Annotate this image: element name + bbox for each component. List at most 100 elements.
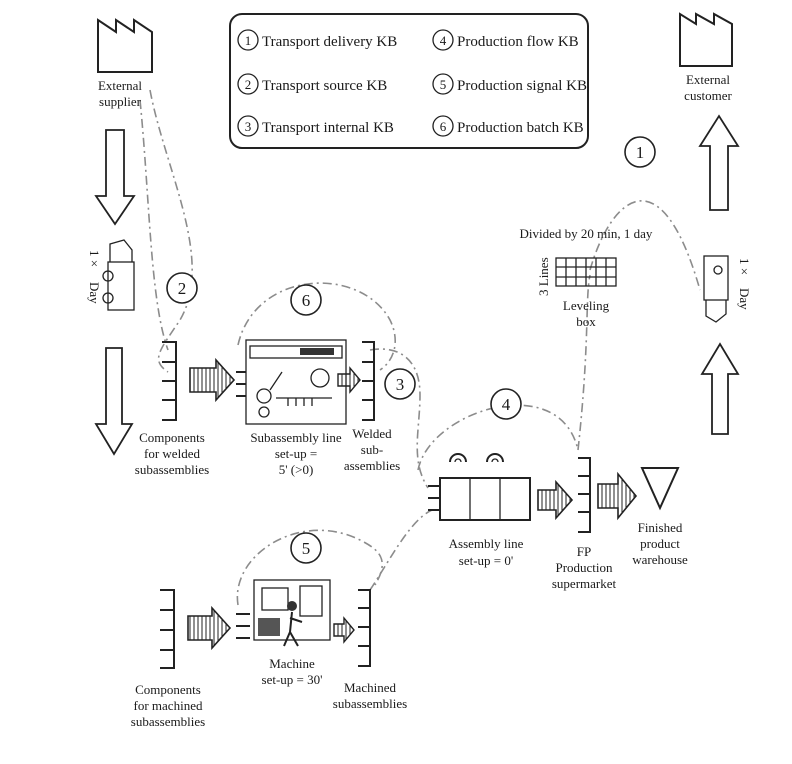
loop-number-2: 2 [178, 279, 187, 298]
push-arrow-small-machined [334, 618, 354, 642]
subassembly-wheel-1 [257, 389, 271, 403]
fp-label-3: supermarket [552, 576, 617, 591]
operator-head [287, 601, 297, 611]
supermarket-icon-fp [578, 458, 590, 532]
loop-number-5: 5 [302, 539, 311, 558]
welded-components: Components for welded subassemblies [135, 342, 209, 477]
legend-num-1: 1 [245, 33, 252, 48]
warehouse-label-3: warehouse [632, 552, 688, 567]
legend-label-5: Production signal KB [457, 78, 587, 94]
push-arrow-machined [188, 608, 230, 648]
legend-num-4: 4 [440, 33, 447, 48]
machined-sub-1: Machined [344, 680, 396, 695]
warehouse-label-1: Finished [638, 520, 683, 535]
loop-number-4: 4 [502, 395, 511, 414]
leveling-box: Divided by 20 min, 1 day 3 Lines Levelin… [520, 226, 653, 329]
customer-up-arrow [700, 116, 738, 210]
fp-label-1: FP [577, 544, 591, 559]
subassembly-wheel-2 [259, 407, 269, 417]
assembly-label-1: Assembly line [449, 536, 524, 551]
operator-icon-1 [450, 454, 466, 462]
fp-supermarket: FP Production supermarket [552, 458, 617, 591]
supply-down-arrow [96, 348, 132, 454]
push-arrow-assembly [538, 482, 572, 518]
assembly-line: Assembly line set-up = 0' [428, 454, 530, 568]
legend-num-6: 6 [440, 119, 447, 134]
operator-icon-1-inner [455, 459, 461, 462]
push-arrow-welded [190, 360, 234, 400]
leveling-grid-lines [556, 258, 616, 286]
external-customer: External customer [680, 14, 732, 103]
kanban-loops [140, 90, 700, 605]
subassembly-drum [311, 369, 329, 387]
assembly-inbound-kanban [428, 486, 440, 510]
outbound-truck: 1 × Day [704, 256, 752, 322]
assembly-line-box [440, 478, 530, 520]
supermarket-icon-welded [162, 342, 176, 420]
supermarket-icon-machined-sub [358, 590, 370, 666]
subassembly-label-1: Subassembly line [250, 430, 342, 445]
supplier-label-2: supplier [99, 94, 142, 109]
legend-num-3: 3 [245, 119, 252, 134]
leveling-side-label: 3 Lines [536, 257, 551, 296]
truck-in-freq-2: Day [87, 282, 102, 304]
machine-icon: Machine set-up = 30' [236, 580, 330, 687]
legend-label-3: Transport internal KB [262, 120, 394, 136]
supermarket-icon-machined [160, 590, 174, 668]
legend-label-2: Transport source KB [262, 78, 387, 94]
loop-marker-3: 3 [385, 369, 415, 399]
truck-cab-in [110, 240, 132, 262]
customer-label-2: customer [684, 88, 732, 103]
push-arrow-shape-welded [190, 360, 234, 400]
loop-number-1: 1 [636, 143, 645, 162]
truck-cab-out [706, 300, 726, 322]
machine-label-1: Machine [269, 656, 315, 671]
push-arrow-fp [598, 474, 636, 518]
loop-number-6: 6 [302, 291, 311, 310]
subassembly-panel [300, 348, 334, 355]
legend-num-5: 5 [440, 77, 447, 92]
machine-label-2: set-up = 30' [262, 672, 323, 687]
operator-icon-2-inner [492, 459, 498, 462]
legend-num-2: 2 [245, 77, 252, 92]
loop-marker-2: 2 [167, 273, 197, 303]
legend-label-4: Production flow KB [457, 34, 579, 50]
customer-label-1: External [686, 72, 730, 87]
loop-marker-4: 4 [491, 389, 521, 419]
loop-markers: 1 2 3 4 5 6 [167, 137, 655, 563]
machined-subassemblies: Machined subassemblies [333, 590, 407, 711]
truck-in-freq-1: 1 × [87, 250, 102, 267]
machine-inbound-kanban [236, 614, 250, 638]
loop-2-path-b [140, 100, 168, 350]
subassembly-inbound-kanban [236, 372, 246, 396]
fp-label-2: Production [555, 560, 613, 575]
machined-components: Components for machined subassemblies [131, 590, 205, 729]
welded-sub-2: sub- [361, 442, 383, 457]
operator-body [284, 612, 302, 646]
subassembly-label-2: set-up = [275, 446, 317, 461]
loop-number-3: 3 [396, 375, 405, 394]
welded-sub-1: Welded [352, 426, 392, 441]
machined-components-1: Components [135, 682, 201, 697]
assembly-label-2: set-up = 0' [459, 553, 513, 568]
subassembly-conveyor [270, 372, 332, 406]
loop-marker-6: 6 [291, 285, 321, 315]
inbound-truck: 1 × Day [87, 240, 134, 310]
supplier-down-arrow [96, 130, 134, 224]
welded-subassemblies: Welded sub- assemblies [344, 342, 400, 473]
warehouse-triangle-icon [642, 468, 678, 508]
welded-components-1: Components [139, 430, 205, 445]
truck-out-freq-2: Day [737, 288, 752, 310]
leveling-label-1: Leveling [563, 298, 610, 313]
machined-components-3: subassemblies [131, 714, 205, 729]
leveling-label-2: box [576, 314, 596, 329]
external-supplier: External supplier [98, 20, 152, 109]
machined-sub-2: subassemblies [333, 696, 407, 711]
truck-wheel-out-1 [714, 266, 722, 274]
finished-product-warehouse: Finished product warehouse [632, 468, 688, 567]
shipment-up-arrow [702, 344, 738, 434]
truck-box-out [704, 256, 728, 300]
supplier-label-1: External [98, 78, 142, 93]
